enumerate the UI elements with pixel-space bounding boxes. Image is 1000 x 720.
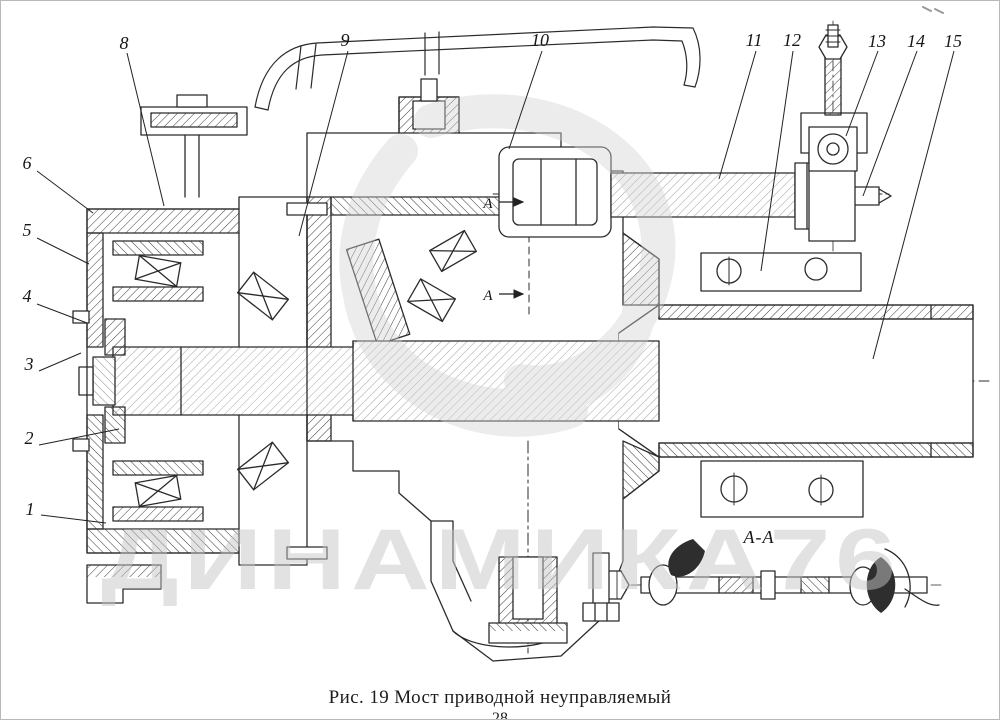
tie-rod-section-view	[596, 539, 942, 613]
section-cut-label-top: А	[482, 196, 493, 212]
watermark-logo	[339, 94, 676, 437]
part-label-13: 13	[868, 31, 886, 51]
part-label-1: 1	[26, 499, 35, 519]
drive-shaft	[78, 340, 660, 422]
section-marks: А А А-А	[482, 196, 775, 547]
section-cut-label-bottom: А	[482, 288, 493, 304]
page-number: 28	[492, 710, 508, 720]
diagram	[72, 6, 990, 662]
part-label-9: 9	[341, 30, 350, 50]
part-label-15: 15	[944, 31, 962, 51]
axle-tube	[618, 304, 974, 458]
part-label-6: 6	[23, 153, 32, 173]
part-label-5: 5	[23, 220, 32, 240]
part-label-10: 10	[531, 30, 549, 50]
lower-housing-details	[488, 552, 620, 644]
part-label-8: 8	[120, 33, 129, 53]
watermark-text: ДИНАМИКА76	[101, 512, 901, 608]
part-label-14: 14	[907, 31, 925, 51]
part-label-4: 4	[23, 286, 32, 306]
part-label-12: 12	[783, 30, 801, 50]
corner-marks	[922, 6, 944, 14]
part-label-3: 3	[24, 354, 34, 374]
watermark: ДИНАМИКА76	[101, 94, 901, 608]
wheel-hub-assembly	[72, 94, 328, 604]
tube-flange-bracket	[700, 460, 864, 518]
upper-bracket-assembly	[700, 20, 868, 292]
top-lever	[254, 26, 701, 111]
part-label-11: 11	[746, 30, 763, 50]
leader-lines	[36, 50, 955, 524]
figure-caption: Рис. 19 Мост приводной неуправляемый	[328, 687, 672, 708]
part-label-2: 2	[25, 428, 34, 448]
part-labels: 8 9 10 11 12 13 14 15 6 5 4 3 2 1	[23, 30, 963, 519]
section-view-label: А-А	[743, 527, 775, 547]
